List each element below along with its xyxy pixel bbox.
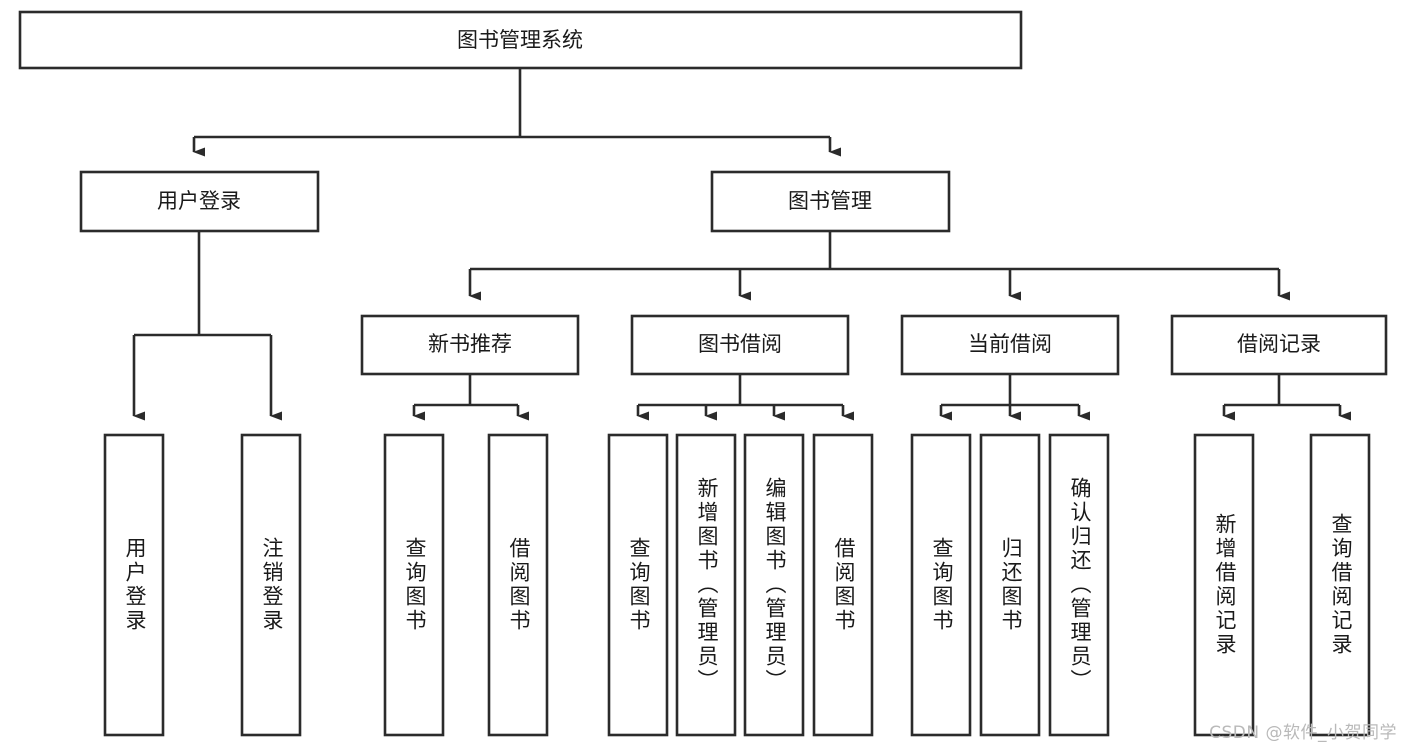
node-root-system[interactable]: 图书管理系统 xyxy=(18,10,1023,70)
leaf-borrow-borrow-book-label: 借阅图书 xyxy=(832,537,856,633)
leaf-borrow-borrow-book[interactable]: 借阅图书 xyxy=(812,433,874,737)
edge-recommend-to-leaves xyxy=(412,374,529,421)
leaf-recommend-borrow-book-label: 借阅图书 xyxy=(507,537,531,633)
node-book-management-label: 图书管理 xyxy=(788,189,872,213)
csdn-watermark: CSDN @软件_小贺同学 xyxy=(1209,723,1397,743)
node-borrow-record-label: 借阅记录 xyxy=(1237,332,1321,356)
edge-record-to-leaves xyxy=(1222,375,1351,421)
edge-book-manage-to-level2 xyxy=(468,231,1290,301)
edge-root-to-level1 xyxy=(192,68,841,157)
leaf-recommend-borrow-book[interactable]: 借阅图书 xyxy=(487,433,549,737)
leaf-current-query-book[interactable]: 查询图书 xyxy=(910,433,972,737)
node-borrow-record[interactable]: 借阅记录 xyxy=(1170,314,1388,376)
node-new-book-recommend-label: 新书推荐 xyxy=(428,332,512,356)
leaf-user-login-1-label: 用户登录 xyxy=(123,537,147,633)
edge-current-to-leaves xyxy=(939,374,1090,421)
node-root-label: 图书管理系统 xyxy=(457,28,583,52)
leaf-borrow-query-book-label: 查询图书 xyxy=(627,537,651,633)
leaf-borrow-query-book[interactable]: 查询图书 xyxy=(607,433,669,737)
leaf-current-return-book[interactable]: 归还图书 xyxy=(979,433,1041,737)
leaf-recommend-query-book-label: 查询图书 xyxy=(403,537,427,633)
leaf-current-return-book-label: 归还图书 xyxy=(999,537,1023,633)
node-new-book-recommend[interactable]: 新书推荐 xyxy=(360,314,580,376)
leaf-borrow-edit-book-admin[interactable]: 编辑图书（管理员） xyxy=(743,433,805,737)
leaf-record-query[interactable]: 查询借阅记录 xyxy=(1309,433,1371,737)
node-current-borrow[interactable]: 当前借阅 xyxy=(900,314,1120,376)
leaf-user-logout-label: 注销登录 xyxy=(260,537,284,633)
leaf-borrow-add-book-admin-label: 新增图书（管理员） xyxy=(695,477,719,693)
node-user-login[interactable]: 用户登录 xyxy=(79,170,320,233)
node-book-management[interactable]: 图书管理 xyxy=(710,170,951,233)
leaf-borrow-edit-book-admin-label: 编辑图书（管理员） xyxy=(763,477,787,693)
node-user-login-label: 用户登录 xyxy=(157,189,241,213)
leaf-recommend-query-book[interactable]: 查询图书 xyxy=(383,433,445,737)
leaf-record-add[interactable]: 新增借阅记录 xyxy=(1193,433,1255,737)
leaf-record-add-label: 新增借阅记录 xyxy=(1213,513,1237,657)
edge-user-login-to-leaves xyxy=(132,231,282,421)
leaf-record-query-label: 查询借阅记录 xyxy=(1329,513,1353,657)
leaf-user-login-1[interactable]: 用户登录 xyxy=(103,433,165,737)
edge-borrow-to-leaves xyxy=(636,374,854,421)
node-book-borrow[interactable]: 图书借阅 xyxy=(630,314,850,376)
leaf-borrow-add-book-admin[interactable]: 新增图书（管理员） xyxy=(675,433,737,737)
leaf-user-logout[interactable]: 注销登录 xyxy=(240,433,302,737)
leaf-current-confirm-return-admin[interactable]: 确认归还（管理员） xyxy=(1048,433,1110,737)
node-book-borrow-label: 图书借阅 xyxy=(698,332,782,356)
leaf-current-query-book-label: 查询图书 xyxy=(930,537,954,633)
leaf-current-confirm-return-admin-label: 确认归还（管理员） xyxy=(1068,477,1092,693)
node-current-borrow-label: 当前借阅 xyxy=(968,332,1052,356)
